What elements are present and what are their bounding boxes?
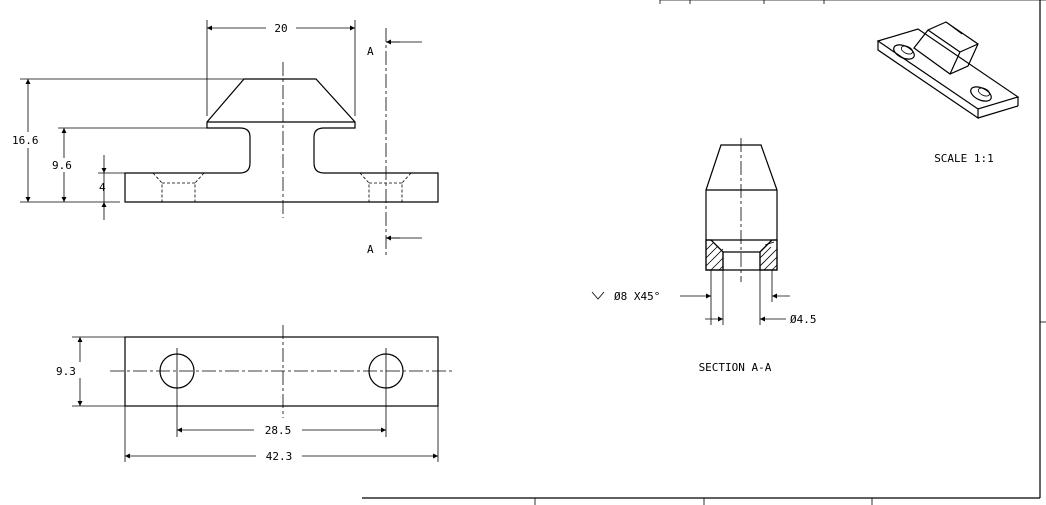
scale-label: SCALE 1:1 [934, 152, 994, 165]
section-hatch-right [759, 239, 778, 271]
hidden-countersink-left [152, 172, 205, 202]
isometric-view [876, 21, 1020, 120]
section-view [705, 138, 778, 325]
section-letter-bottom: A [367, 243, 374, 256]
hidden-countersink-right [359, 172, 412, 202]
dim-hole-spacing-text: 28.5 [265, 424, 292, 437]
front-view-outline [124, 78, 439, 203]
dim-neck-height: 9.6 [52, 127, 207, 202]
section-hatch-left [705, 239, 724, 271]
iso-hole-right [970, 86, 992, 102]
iso-base-front [877, 41, 979, 120]
section-arrow-bottom: A [367, 235, 422, 256]
dim-overall-height-text: 16.6 [12, 134, 39, 147]
dim-overall-length-text: 42.3 [266, 450, 293, 463]
sheet-border [362, 0, 1046, 505]
hatch-lines-right [759, 241, 778, 271]
dim-neck-height-text: 9.6 [52, 159, 72, 172]
dim-base-thickness: 4 [98, 155, 125, 220]
dim-base-depth: 9.3 [56, 336, 125, 407]
front-view [124, 28, 439, 258]
dim-base-depth-text: 9.3 [56, 365, 76, 378]
countersink-callout: Ø8 X45° [591, 290, 790, 303]
top-view-outline [124, 336, 439, 407]
section-letter-top: A [367, 45, 374, 58]
hole-diameter-callout: Ø4.5 [705, 313, 817, 326]
hatch-lines-left [705, 242, 724, 271]
section-arrow-top: A [367, 39, 422, 58]
countersink-symbol-icon [591, 291, 605, 300]
countersink-text: Ø8 X45° [614, 290, 660, 303]
dim-top-width-text: 20 [274, 22, 287, 35]
dim-hole-spacing: 28.5 [176, 394, 387, 437]
dim-overall-length: 42.3 [124, 406, 439, 463]
dim-overall-height: 16.6 [12, 78, 244, 203]
top-view [110, 325, 455, 418]
section-caption: SECTION A-A [699, 361, 772, 374]
hole-diameter-text: Ø4.5 [790, 313, 817, 326]
dim-base-thickness-text: 4 [99, 181, 106, 194]
dim-top-width: 20 [206, 20, 356, 116]
iso-hole-left [893, 44, 915, 60]
